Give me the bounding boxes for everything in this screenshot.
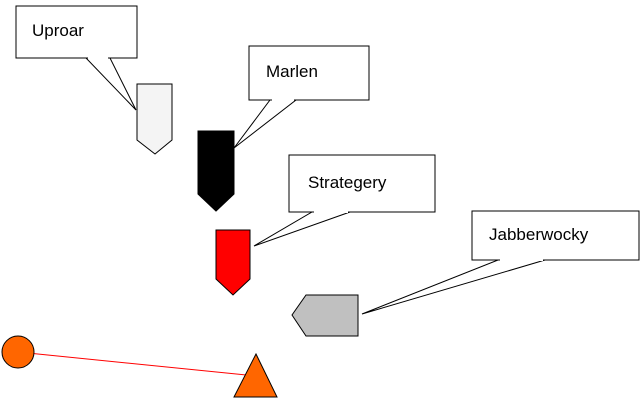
callout-uproar[interactable]: Uproar xyxy=(15,5,138,111)
callout-strategery-label: Strategery xyxy=(308,173,387,192)
callout-uproar-pointer xyxy=(84,57,137,111)
callout-jabberwocky[interactable]: Jabberwocky xyxy=(361,210,640,315)
marker-strategery-icon[interactable] xyxy=(215,229,251,296)
callout-jabberwocky-box xyxy=(471,210,640,261)
callout-uproar-label: Uproar xyxy=(32,21,84,40)
callout-marlen-box xyxy=(248,45,370,101)
circle-node-icon[interactable] xyxy=(1,335,35,369)
triangle-node-icon[interactable] xyxy=(233,352,278,398)
callout-uproar-box xyxy=(15,5,138,59)
callout-strategery-pointer xyxy=(253,211,351,247)
callout-marlen-pointer xyxy=(233,99,298,149)
callout-strategery-box xyxy=(288,154,436,213)
callout-marlen[interactable]: Marlen xyxy=(233,45,370,149)
marker-marlen-icon[interactable] xyxy=(197,130,235,212)
callout-marlen-label: Marlen xyxy=(266,62,318,81)
marker-jabberwocky-icon[interactable] xyxy=(291,294,359,337)
callout-jabberwocky-label: Jabberwocky xyxy=(489,225,589,244)
connector-line xyxy=(17,351,257,377)
callout-jabberwocky-pointer xyxy=(361,259,546,315)
callout-strategery[interactable]: Strategery xyxy=(253,154,436,247)
marker-uproar-icon[interactable] xyxy=(136,83,173,155)
